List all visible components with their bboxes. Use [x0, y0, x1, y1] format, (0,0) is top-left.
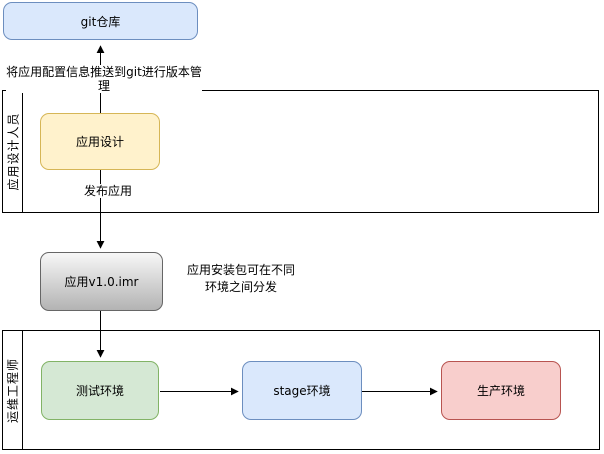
swimlane-app-designer-title-strip: 应用设计人员: [3, 91, 23, 212]
node-production-environment: 生产环境: [441, 361, 561, 420]
edge-label-publish-app: 发布应用: [74, 184, 142, 198]
node-app-package-label: 应用v1.0.imr: [64, 275, 139, 289]
node-app-design-label: 应用设计: [75, 135, 124, 149]
node-stage-environment: stage环境: [242, 361, 362, 420]
swimlane-ops-engineer-title-strip: 运维工程师: [3, 331, 23, 449]
swimlane-ops-engineer-label: 运维工程师: [6, 357, 21, 423]
swimlane-app-designer-label: 应用设计人员: [6, 112, 21, 191]
node-git-repository: git仓库: [3, 2, 198, 40]
node-app-design: 应用设计: [40, 113, 160, 170]
node-production-environment-label: 生产环境: [476, 384, 525, 398]
node-app-package: 应用v1.0.imr: [40, 252, 163, 311]
node-stage-environment-label: stage环境: [273, 384, 331, 398]
node-test-environment-label: 测试环境: [75, 384, 124, 398]
edge-label-push-to-git: 将应用配置信息推送到git进行版本管理: [6, 65, 202, 93]
annotation-distribute-line1: 应用安装包可在不同: [186, 263, 295, 277]
annotation-distribute-line2: 环境之间分发: [204, 280, 277, 294]
node-test-environment: 测试环境: [41, 361, 159, 420]
node-git-repository-label: git仓库: [80, 14, 121, 29]
annotation-distribute-package: 应用安装包可在不同 环境之间分发: [183, 262, 299, 296]
